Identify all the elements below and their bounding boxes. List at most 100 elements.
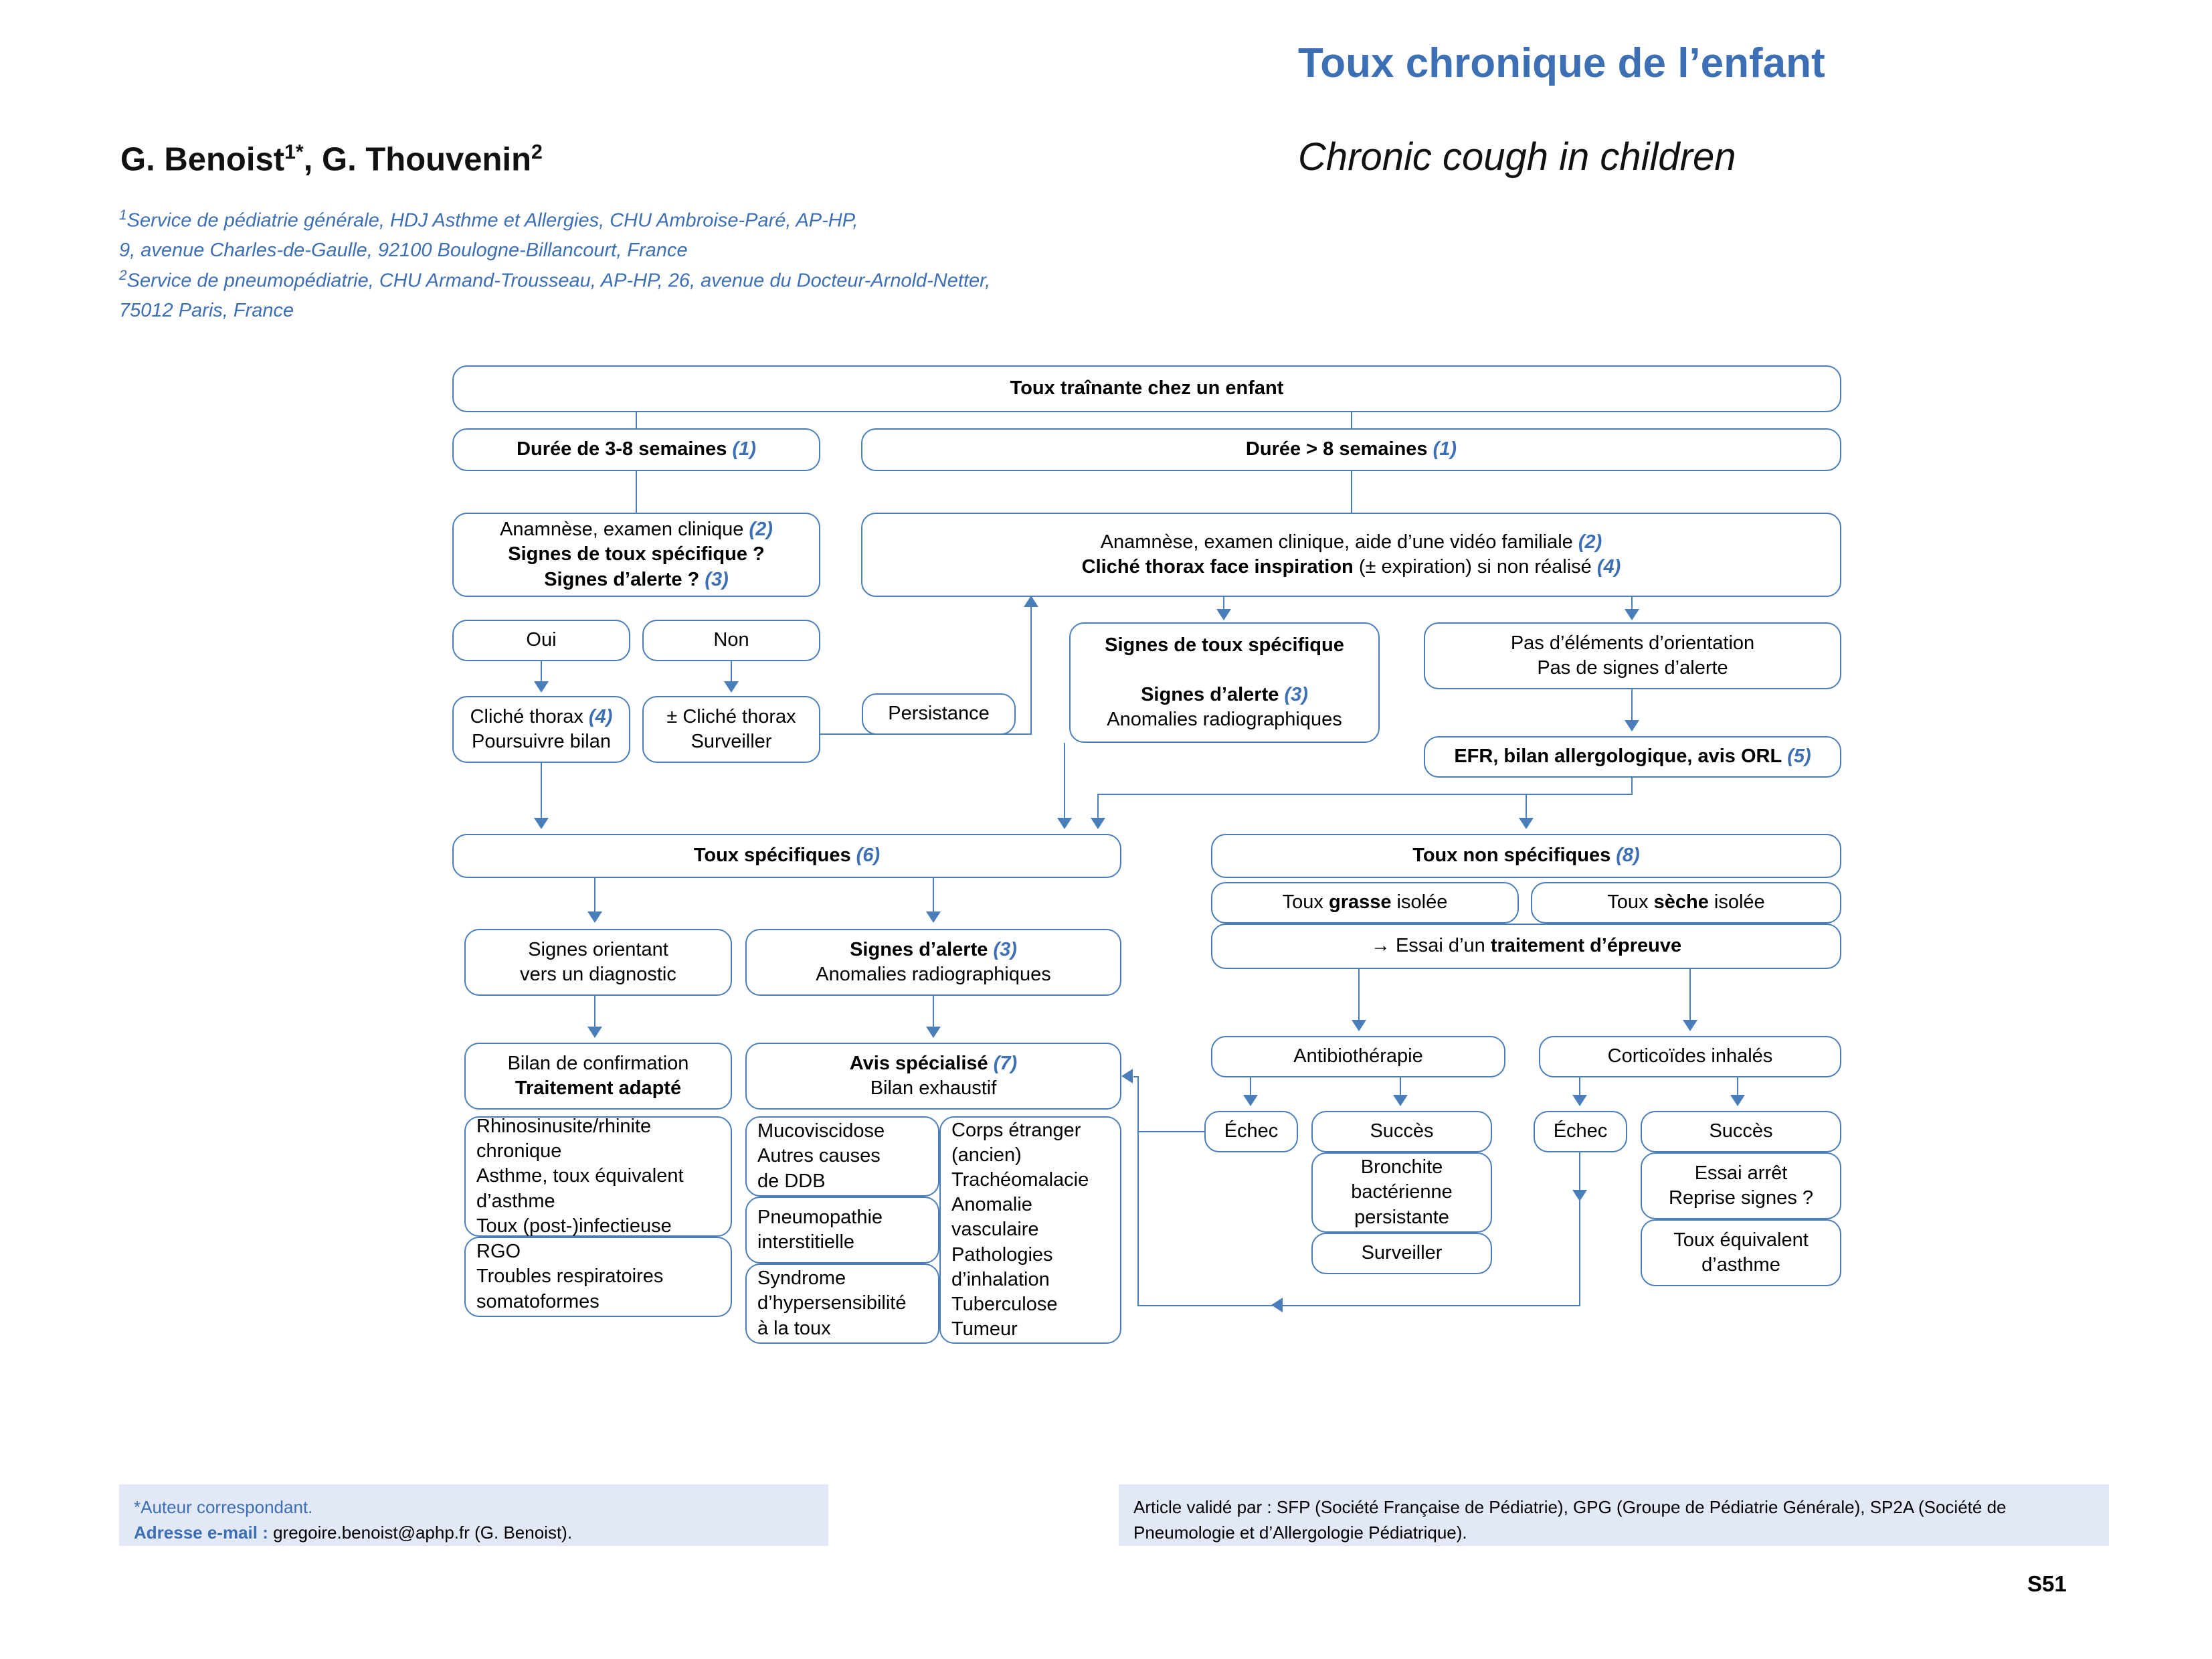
page-title-english: Chronic cough in children [1298,135,1736,179]
connector-echec2-down [1579,1152,1581,1306]
flow-box-efr: EFR, bilan allergologique, avis ORL (5) [1424,736,1841,778]
arrowhead-cortico-to-succes2 [1730,1095,1745,1106]
connector-pas-elements-to-efr [1631,689,1633,721]
flow-box-echec-2: Échec [1534,1111,1627,1152]
arrowhead-tspec-to-alerte [926,911,941,923]
right-assess-line2b: (± expiration) si non réalisé [1358,556,1592,578]
connector-tspec-to-alerte [933,878,935,913]
flow-box-toux-non-specifiques: Toux non spécifiques (8) [1211,834,1841,878]
affiliation-1-marker: 1 [119,207,127,223]
list-c-line1: Mucoviscidose [757,1120,885,1142]
flow-box-cliche-thorax: Cliché thorax (4) Poursuivre bilan [452,696,630,763]
flow-list-box-f: Corps étranger (ancien) Trachéomalacie A… [939,1116,1121,1344]
list-b-line1: RGO [476,1241,521,1263]
arrowhead-alerte-to-avis [926,1027,941,1038]
flow-box-toux-grasse: Toux grasse isolée [1211,882,1519,924]
flow-box-oui: Oui [452,620,630,661]
connector-efr-to-tspec-v [1097,794,1099,819]
arrowhead-orientant-to-bilan [587,1027,602,1038]
left-assess-line3: Signes d’alerte ? [544,568,700,590]
list-a-line5: Toux (post-)infectieuse [476,1215,672,1237]
signes-alerte-line1-ref: (3) [993,938,1017,960]
author-2-sup: 2 [531,141,543,163]
echec-2-label: Échec [1553,1120,1608,1142]
corticoides-label: Corticoïdes inhalés [1607,1045,1773,1067]
arrowhead-antibio-to-echec1 [1243,1095,1258,1106]
affiliation-1: 1Service de pédiatrie générale, HDJ Asth… [119,205,1257,236]
page-title-french: Toux chronique de l’enfant [1298,40,1825,86]
connector-assess-to-pas-elements [1631,597,1633,610]
non-label: Non [713,629,749,651]
flow-box-avis-specialise: Avis spécialisé (7) Bilan exhaustif [745,1043,1121,1110]
arrowhead-oui-to-cliche [534,681,549,693]
flow-box-duration-long: Durée > 8 semaines (1) [861,428,1841,471]
right-assess-line1: Anamnèse, examen clinique, aide d’une vi… [1100,531,1573,553]
author-separator: , [303,141,322,178]
connector-oui-to-cliche [541,661,543,683]
signes-spec-line2: Signes d’alerte [1141,684,1279,705]
connector-non-to-pm [731,661,733,683]
efr-ref: (5) [1787,746,1811,768]
pm-cliche-line2: Surveiller [690,731,772,752]
right-assess-line2-ref: (4) [1596,556,1621,578]
connector-bottom-bus-up [1137,1131,1139,1306]
surveiller-label: Surveiller [1361,1242,1443,1264]
email-value[interactable]: gregoire.benoist@aphp.fr (G. Benoist). [268,1522,573,1543]
footnote-corresponding-author: *Auteur correspondant. Adresse e-mail : … [119,1484,828,1546]
list-d-line1: Pneumopathie [757,1206,883,1228]
page-number: S51 [2027,1571,2067,1596]
toux-seche-bold: sèche [1653,891,1709,913]
flow-box-signes-orientant: Signes orientant vers un diagnostic [464,929,732,996]
author-1-sup: 1* [284,141,304,163]
list-f-line7: d’inhalation [951,1268,1050,1290]
bronchite-line1: Bronchite [1360,1156,1443,1178]
flow-box-root: Toux traînante chez un enfant [452,365,1841,412]
flow-box-pas-elements: Pas d’éléments d’orientation Pas de sign… [1424,622,1841,689]
arrowhead-persistance-up [1024,596,1038,607]
flow-list-box-e: Syndrome d’hypersensibilité à la toux [745,1263,939,1344]
flow-box-left-assessment: Anamnèse, examen clinique (2) Signes de … [452,513,820,597]
connector-efr-left [1097,794,1633,796]
list-f-line4: Anomalie [951,1194,1032,1216]
connector-essai-to-cortico [1689,969,1691,1021]
list-a-line2: chronique [476,1140,562,1162]
validation-text: Article validé par : SFP (Société França… [1133,1497,2007,1543]
flow-list-box-b: RGO Troubles respiratoires somatoformes [464,1237,732,1317]
author-list: G. Benoist1*, G. Thouvenin2 [120,141,543,178]
flow-box-duration-short: Durée de 3-8 semaines (1) [452,428,820,471]
arrowhead-tspec-to-orientant [587,911,602,923]
echec-1-label: Échec [1224,1120,1279,1142]
flow-box-succes-1: Succès [1311,1111,1492,1152]
connector-cortico-to-echec2 [1579,1077,1581,1096]
bronchite-line3: persistante [1354,1206,1449,1228]
right-assess-line1-ref: (2) [1578,531,1602,553]
email-label: Adresse e-mail : [134,1522,268,1543]
flow-list-box-c: Mucoviscidose Autres causes de DDB [745,1116,939,1197]
flow-box-succes-2: Succès [1641,1111,1841,1152]
connector-persistance-h [820,733,1032,735]
toux-non-specifiques-label: Toux non spécifiques [1412,845,1611,867]
bilan-confirm-line1: Bilan de confirmation [507,1052,689,1074]
toux-specifiques-label: Toux spécifiques [693,845,851,867]
cliche-thorax-line2: Poursuivre bilan [472,731,611,752]
list-c-line3: de DDB [757,1170,826,1192]
connector-antibio-to-succes1 [1400,1077,1402,1096]
flow-box-bronchite: Bronchite bactérienne persistante [1311,1152,1492,1233]
flow-box-toux-equivalent: Toux équivalent d’asthme [1641,1219,1841,1286]
list-b-line2: Troubles respiratoires [476,1265,664,1288]
cliche-thorax-line1: Cliché thorax [470,705,583,727]
list-a-line3: Asthme, toux équivalent [476,1165,684,1187]
bronchite-line2: bactérienne [1351,1181,1453,1203]
toux-seche-post: isolée [1708,891,1765,913]
connector-echec1-joint [1133,1076,1139,1078]
right-assess-line2a: Cliché thorax face inspiration [1081,556,1354,578]
arrowhead-echec2-mid [1572,1190,1587,1201]
affiliation-2-line1: Service de pneumopédiatrie, CHU Armand-T… [126,270,991,292]
list-a-line4: d’asthme [476,1190,555,1212]
connector-long-to-assess [1351,471,1353,513]
arrowhead-pas-elements-to-efr [1625,720,1639,731]
list-f-line6: Pathologies [951,1243,1053,1265]
flow-box-toux-specifiques: Toux spécifiques (6) [452,834,1121,878]
essai-pre: → Essai d’un [1370,935,1491,957]
corresponding-author-note: *Auteur correspondant. [134,1497,313,1517]
